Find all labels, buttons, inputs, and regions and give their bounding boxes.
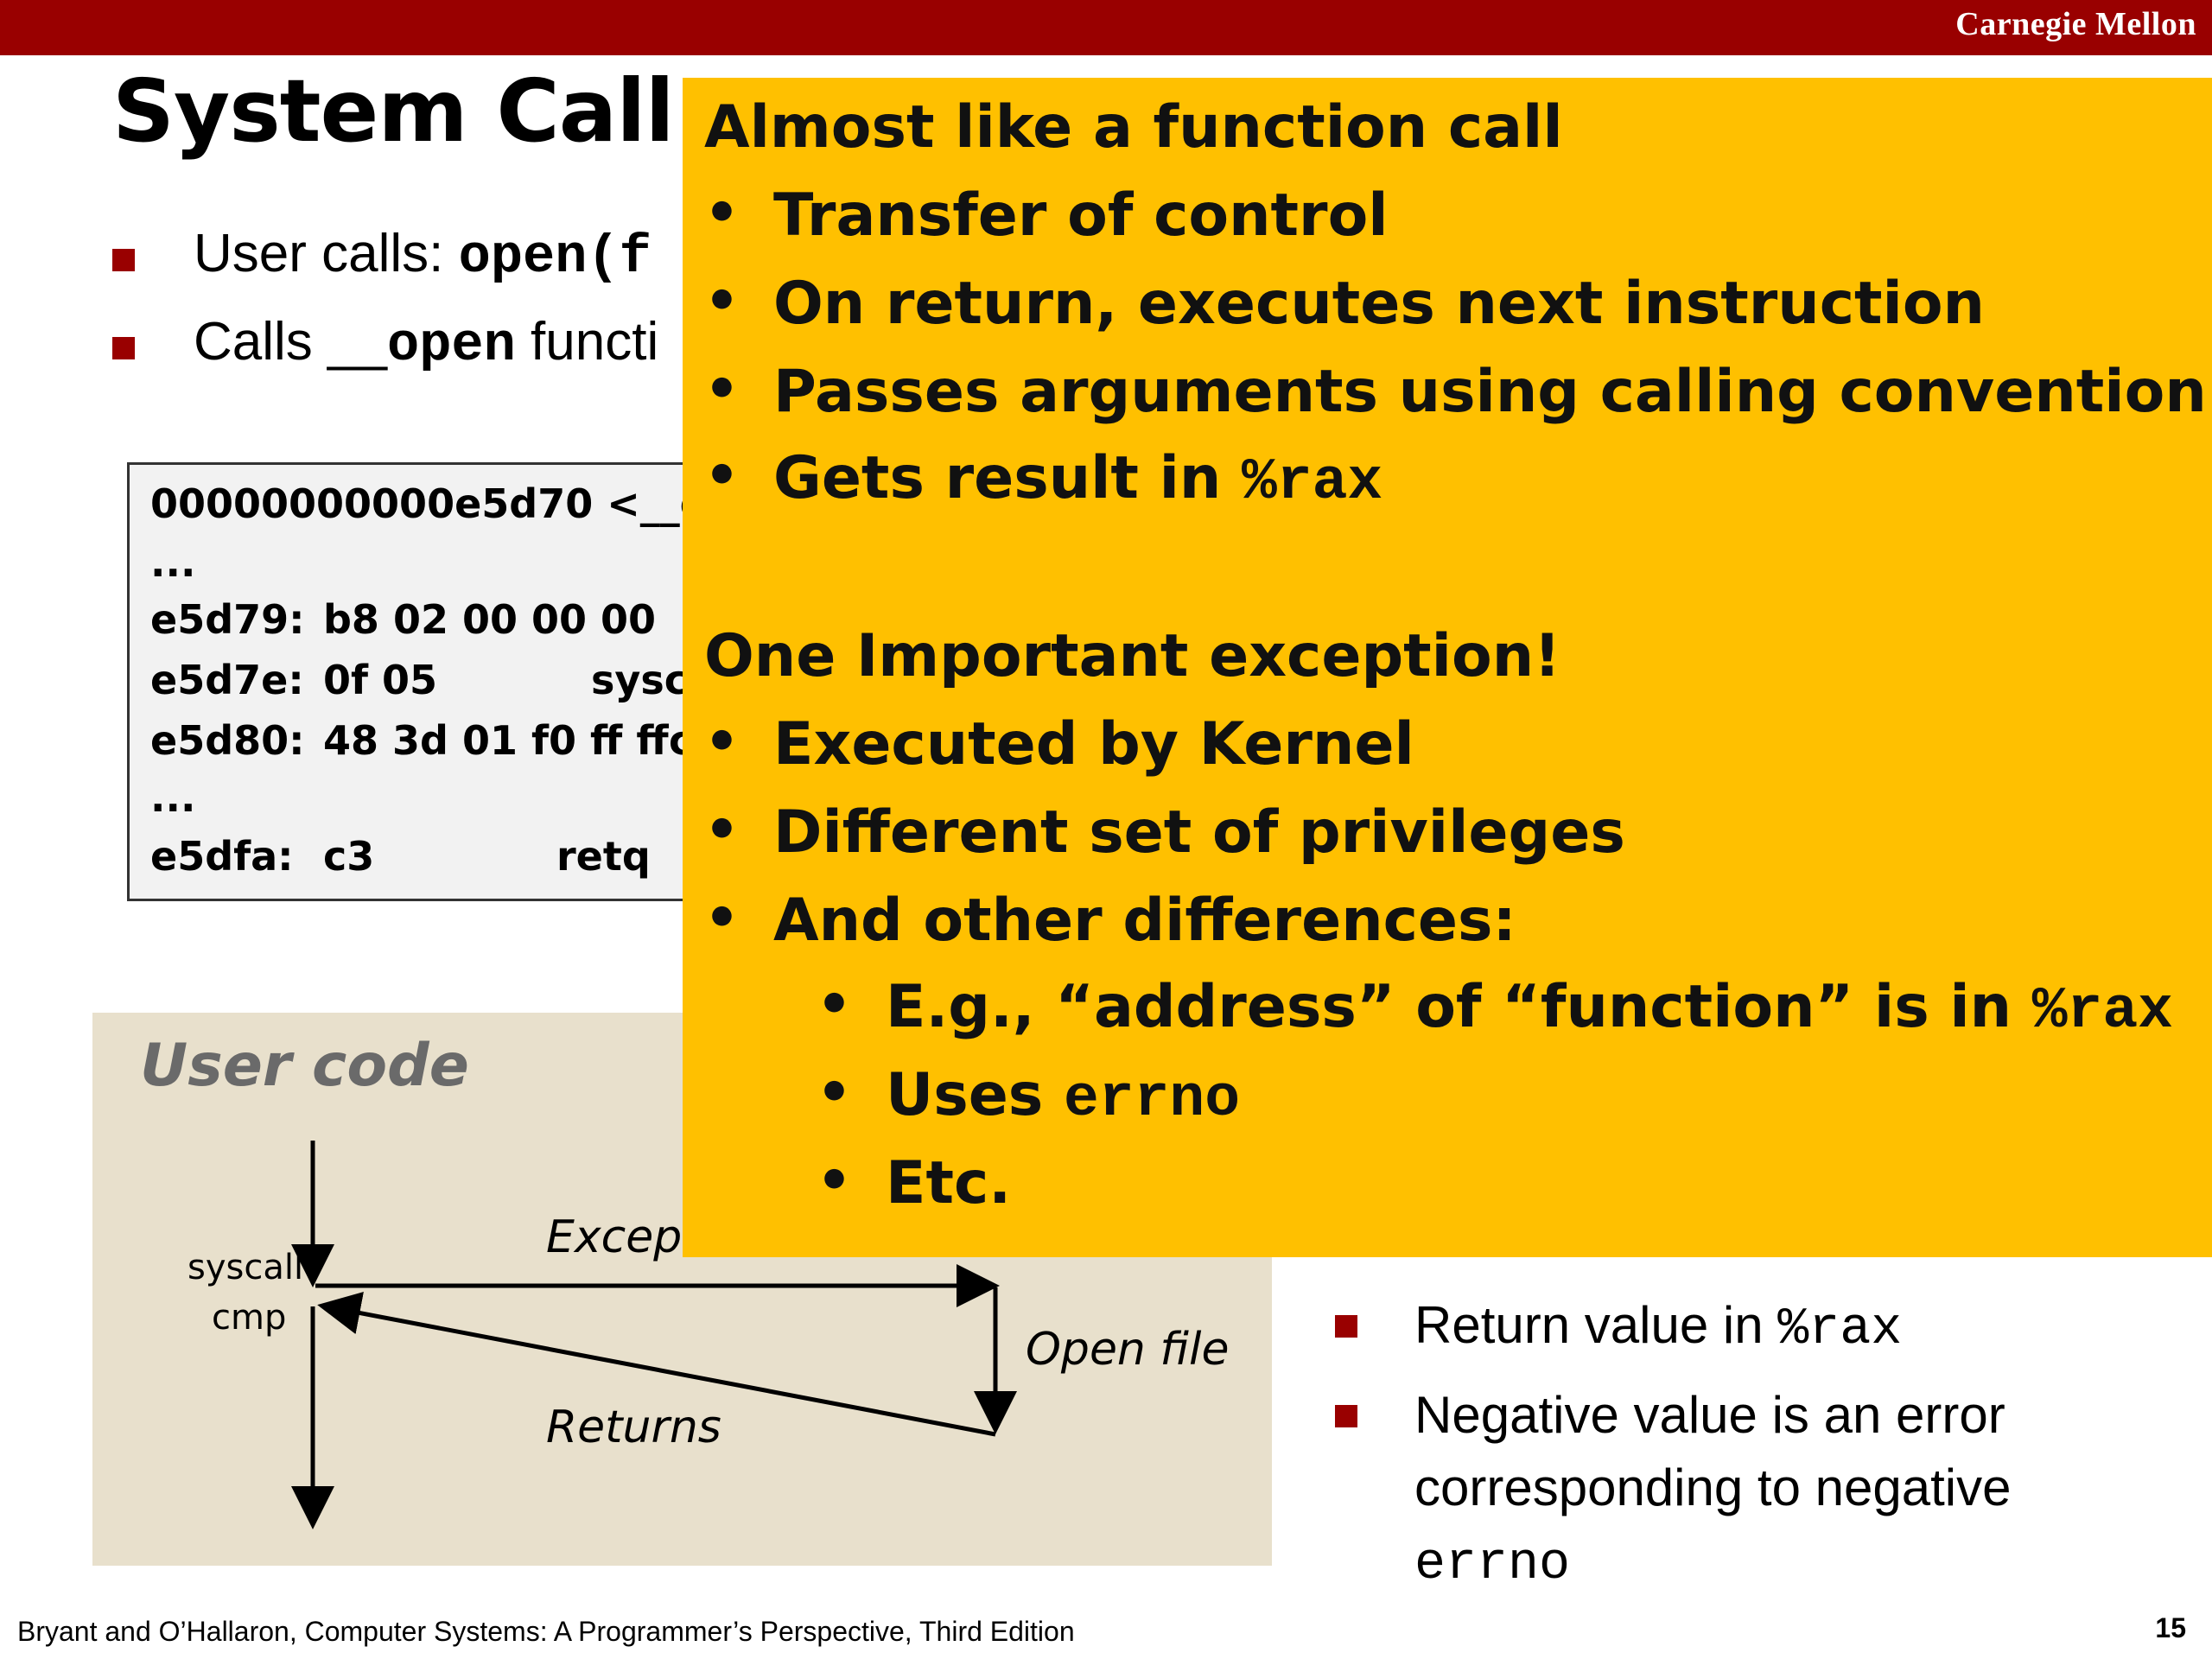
footer-citation: Bryant and O’Hallaron, Computer Systems:… bbox=[17, 1616, 1075, 1647]
code-line: 00000000000e5d70 <__op bbox=[150, 480, 723, 527]
brand-logo-text: Carnegie Mellon bbox=[1955, 6, 2196, 42]
bullet-square-icon bbox=[112, 249, 135, 271]
bullet-dot-icon: • bbox=[817, 1061, 852, 1125]
overlay-subitem: Etc. bbox=[886, 1149, 1012, 1217]
user-code-label: User code bbox=[140, 1032, 469, 1100]
bullet-line-1: Negative value is an error bbox=[1414, 1386, 2005, 1444]
overlay-item: On return, executes next instruction bbox=[773, 270, 1985, 338]
bullet-suffix: functi bbox=[515, 312, 659, 372]
bullet-dot-icon: • bbox=[704, 798, 740, 862]
code-bytes: 48 3d 01 f0 ff ff bbox=[323, 717, 669, 764]
bullet-dot-icon: • bbox=[704, 887, 740, 950]
overlay-subitem-code: %rax bbox=[2031, 978, 2173, 1045]
overlay-item-prefix: Gets result in bbox=[773, 444, 1243, 512]
bullet-dot-icon: • bbox=[704, 270, 740, 334]
bullet-line-2: corresponding to negative bbox=[1414, 1459, 2012, 1516]
returns-arrow bbox=[317, 1291, 996, 1437]
diagram-arrows bbox=[291, 1141, 1017, 1529]
code-line: e5dfa: c3 retq bbox=[150, 833, 721, 880]
bullet-square-icon bbox=[1335, 1405, 1357, 1427]
overlay-item: Executed by Kernel bbox=[773, 710, 1414, 779]
code-bytes: c3 bbox=[323, 833, 375, 880]
bullet-square-icon bbox=[112, 337, 135, 359]
overlay-item: And other differences: bbox=[773, 887, 1516, 955]
code-address: e5dfa: bbox=[150, 833, 294, 880]
code-instruction: retq bbox=[556, 833, 651, 880]
overlay-subitem-prefix: E.g., “address” of “function” is in bbox=[886, 973, 2032, 1041]
code-line: ... bbox=[150, 539, 195, 586]
page-number: 15 bbox=[2155, 1612, 2186, 1643]
bullet-dot-icon: • bbox=[704, 358, 740, 422]
bullet-text: Calls __open functi bbox=[194, 311, 658, 376]
bullet-code: open(f bbox=[458, 226, 652, 288]
syscall-label: syscall bbox=[188, 1248, 304, 1287]
bullet-prefix: Return value in bbox=[1414, 1296, 1778, 1354]
overlay-subitem: E.g., “address” of “function” is in %rax bbox=[886, 973, 2173, 1045]
code-line: e5d80: 48 3d 01 f0 ff ff c bbox=[150, 717, 721, 764]
header-bar: Carnegie Mellon bbox=[0, 0, 2212, 55]
bullet-dot-icon: • bbox=[817, 973, 852, 1037]
returns-label: Returns bbox=[546, 1402, 721, 1453]
bullet-code: open bbox=[387, 315, 516, 376]
overlay-subitem-code: errno bbox=[1063, 1066, 1241, 1133]
code-address: e5d7e: bbox=[150, 657, 304, 703]
bullet-text: User calls: open(f bbox=[194, 223, 652, 288]
disassembly-box: 00000000000e5d70 <__op ... e5d79: b8 02 … bbox=[127, 462, 723, 901]
overlay-subitem-prefix: Uses bbox=[886, 1061, 1064, 1129]
bullet-square-icon bbox=[1335, 1315, 1357, 1338]
code-address: e5d79: bbox=[150, 596, 305, 643]
code-address: 00000000000e5d70 <__op bbox=[150, 480, 723, 527]
code-address: ... bbox=[150, 774, 196, 821]
overlay-item: Gets result in %rax bbox=[773, 444, 1382, 516]
overlay-item-code: %rax bbox=[1242, 449, 1383, 516]
overlay-item: Passes arguments using calling conventio… bbox=[773, 358, 2207, 426]
bullet-prefix: User calls: bbox=[194, 224, 459, 283]
code-line: e5d7e: 0f 05 sysca bbox=[150, 657, 721, 703]
bullet-prefix: Calls __ bbox=[194, 312, 387, 372]
overlay-heading-exception: One Important exception! bbox=[704, 622, 1561, 690]
code-line: ... bbox=[150, 774, 195, 821]
bullet-dot-icon: • bbox=[817, 1149, 852, 1213]
code-line: e5d79: b8 02 00 00 00 bbox=[150, 596, 656, 643]
overlay-subitem: Uses errno bbox=[886, 1061, 1240, 1133]
overlay-heading-function-call: Almost like a function call bbox=[704, 93, 1563, 162]
bullet-dot-icon: • bbox=[704, 710, 740, 774]
code-address: ... bbox=[150, 539, 196, 586]
bullet-code: %rax bbox=[1777, 1300, 1903, 1359]
cmp-label: cmp bbox=[212, 1298, 287, 1338]
code-address: e5d80: bbox=[150, 717, 305, 764]
slide-title: System Call I bbox=[112, 60, 735, 162]
bullet-text: Return value in %rax bbox=[1414, 1289, 1902, 1366]
overlay-item: Different set of privileges bbox=[773, 798, 1625, 867]
bullet-text: Negative value is an error corresponding… bbox=[1414, 1379, 2011, 1601]
overlay-callout: Almost like a function call • Transfer o… bbox=[683, 78, 2212, 1257]
code-bytes: b8 02 00 00 00 bbox=[323, 596, 657, 643]
bullet-dot-icon: • bbox=[704, 444, 740, 508]
overlay-item: Transfer of control bbox=[773, 181, 1389, 250]
code-bytes: 0f 05 bbox=[323, 657, 438, 703]
bullet-dot-icon: • bbox=[704, 181, 740, 245]
open-file-label: Open file bbox=[1026, 1324, 1230, 1376]
bullet-code: errno bbox=[1414, 1535, 1571, 1594]
